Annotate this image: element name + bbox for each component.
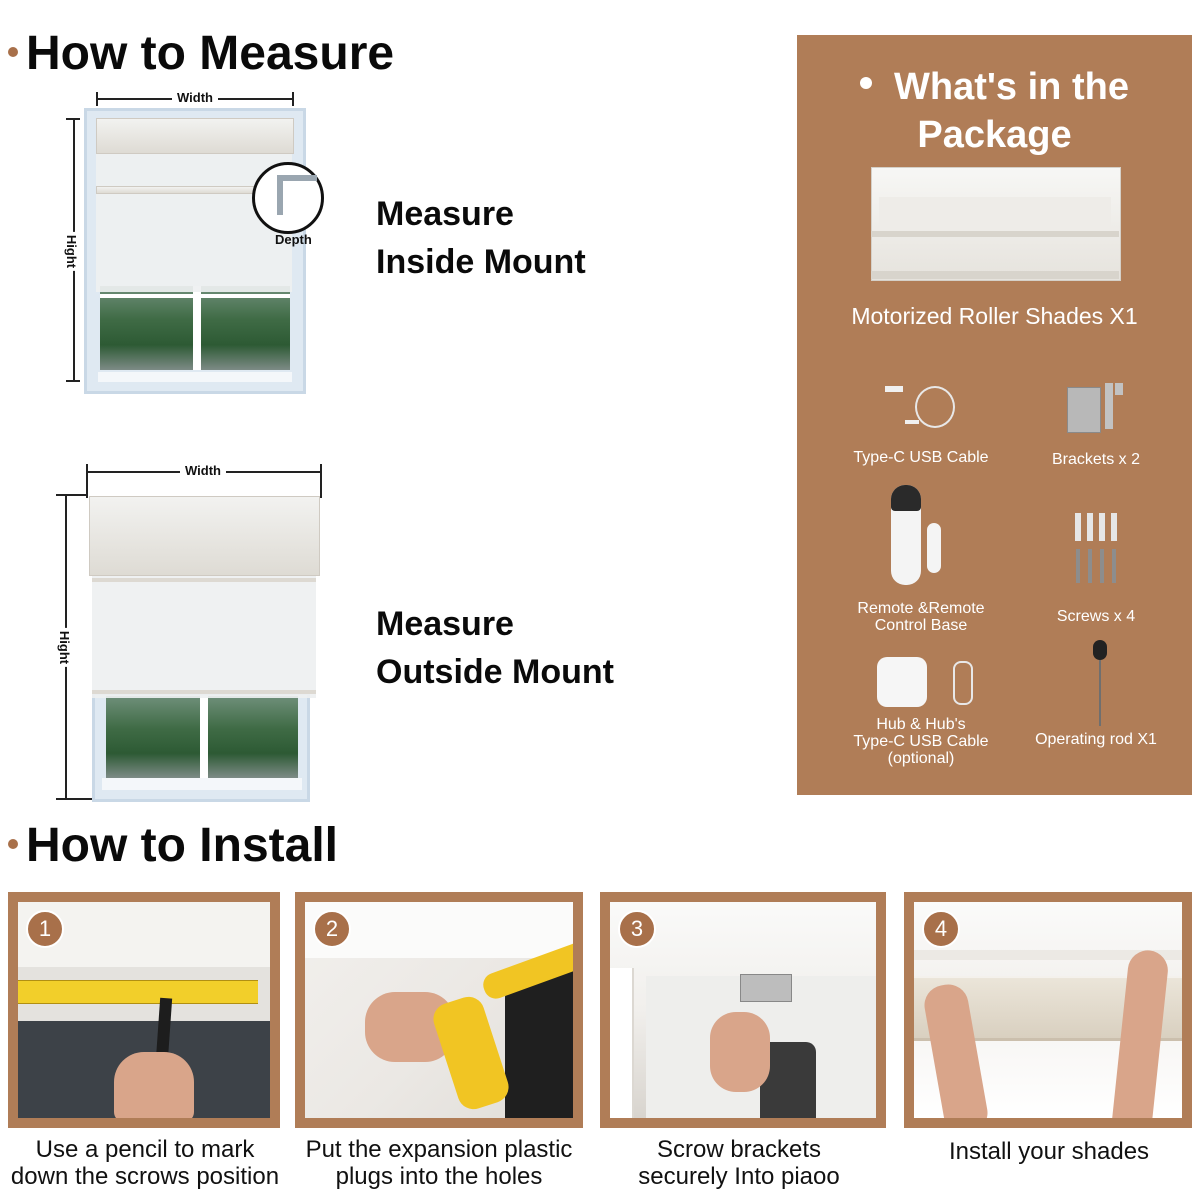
outside-height-label: Hight — [57, 627, 73, 668]
outside-mount-title: Measure Outside Mount — [376, 605, 614, 691]
depth-circle — [252, 162, 324, 234]
step-caption-4: Install your shades — [948, 1138, 1150, 1165]
bracket-icon — [1065, 383, 1125, 433]
bullet-dot — [860, 76, 873, 89]
usb-cable-icon — [885, 380, 957, 436]
measure-heading: How to Measure — [8, 30, 394, 78]
step-caption-3: Scrow brackets securely Into piaoo — [638, 1136, 840, 1190]
item-label-brackets: Brackets x 2 — [1051, 451, 1141, 468]
hand-image — [710, 1012, 770, 1092]
item-label-remote: Remote &Remote Control Base — [857, 600, 985, 634]
step-number-badge: 2 — [313, 910, 351, 948]
install-step-1: 1 — [8, 892, 280, 1128]
remote-icon — [889, 485, 949, 589]
hub-icon — [877, 653, 977, 713]
step-number-badge: 3 — [618, 910, 656, 948]
screws-icon — [1073, 513, 1121, 583]
hand-image — [114, 1052, 194, 1118]
install-heading: How to Install — [8, 822, 338, 870]
item-label-usb-cable: Type-C USB Cable — [853, 449, 989, 466]
item-label-hub: Hub & Hub's Type-C USB Cable (optional) — [853, 716, 989, 767]
package-panel: What's in the Package Motorized Roller S… — [797, 35, 1192, 795]
bullet-dot — [8, 47, 18, 58]
item-label-operating-rod: Operating rod X1 — [1035, 731, 1157, 748]
item-label-screws: Screws x 4 — [1056, 608, 1136, 625]
inside-width-label: Width — [172, 90, 218, 105]
install-step-2: 2 — [295, 892, 583, 1128]
depth-label: Depth — [275, 232, 312, 247]
inside-height-label: Hight — [64, 231, 80, 272]
operating-rod-icon — [1091, 640, 1111, 726]
bracket-image — [740, 974, 792, 1002]
bullet-dot — [8, 839, 18, 850]
inside-mount-title: Measure Inside Mount — [376, 195, 586, 281]
step-number-badge: 4 — [922, 910, 960, 948]
tape-measure-image — [18, 980, 258, 1004]
step-caption-2: Put the expansion plastic plugs into the… — [305, 1136, 573, 1190]
step-caption-1: Use a pencil to mark down the scrows pos… — [10, 1136, 280, 1190]
step-number-badge: 1 — [26, 910, 64, 948]
install-step-3: 3 — [600, 892, 886, 1128]
main-item-label: Motorized Roller Shades X1 — [851, 303, 1138, 329]
outside-width-label: Width — [180, 463, 226, 478]
package-title: What's in the Package — [797, 63, 1192, 159]
install-step-4: 4 — [904, 892, 1192, 1128]
